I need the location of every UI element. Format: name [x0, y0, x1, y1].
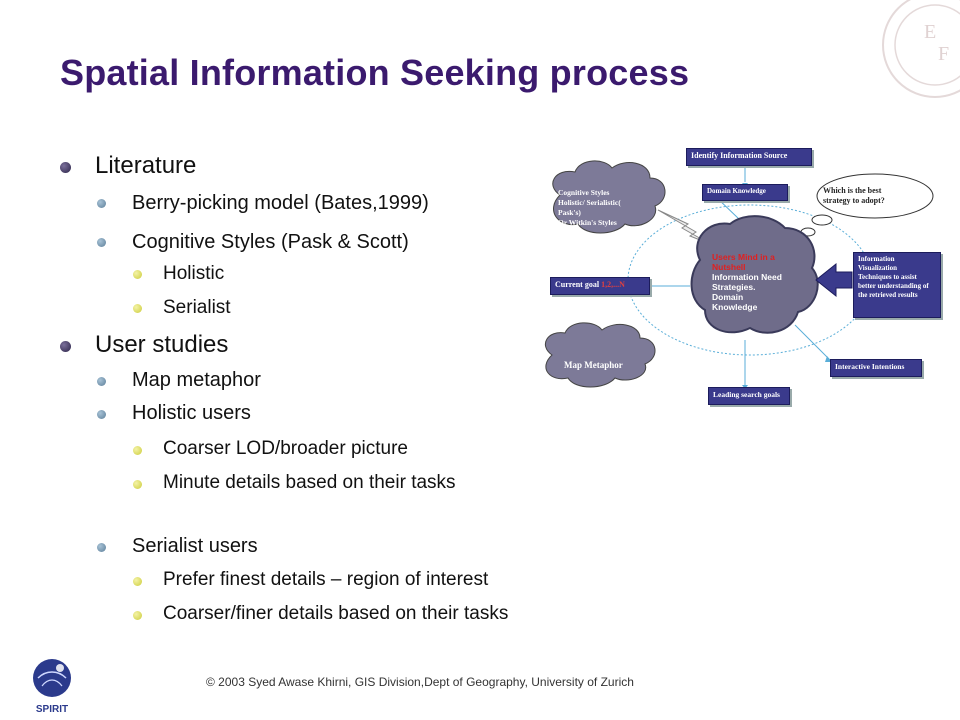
mind-line: Nutshell [712, 262, 746, 272]
bullet-prefer-finest: Prefer finest details – region of intere… [163, 569, 489, 590]
svg-text:E: E [924, 21, 936, 43]
mind-line: Knowledge [712, 302, 758, 312]
slide-title: Spatial Information Seeking process [60, 52, 690, 93]
cognitive-cloud-text: Cognitive Styles Holistic/ Serialistic( … [558, 188, 621, 228]
bullet-dot [60, 162, 71, 173]
bullet-dot [133, 480, 142, 489]
cognitive-cloud-line: Cognitive Styles [558, 188, 610, 197]
info-vis-line: Information [858, 255, 895, 263]
bullet-literature: Literature [95, 152, 197, 179]
bullet-cognitive-styles: Cognitive Styles (Pask & Scott) [132, 231, 409, 253]
mind-line: Users Mind in a [712, 252, 775, 262]
info-vis-line: the retrieved results [858, 291, 918, 299]
bullet-dot [97, 199, 106, 208]
best-strategy-text: Which is the best strategy to adopt? [823, 186, 885, 206]
current-goal-range: 1,2,...N [601, 280, 625, 289]
current-goal-box: Current goal 1,2,...N [550, 277, 650, 295]
info-visualization-box: Information Visualization Techniques to … [853, 252, 941, 318]
footer-copyright: © 2003 Syed Awase Khirni, GIS Division,D… [206, 675, 634, 689]
information-seeking-diagram: Identify Information Source Domain Knowl… [540, 140, 950, 410]
bullet-dot [60, 341, 71, 352]
cognitive-cloud-line: Or Witkin's Styles [558, 218, 617, 227]
bullet-berry-picking: Berry-picking model (Bates,1999) [132, 192, 429, 214]
bullet-holistic: Holistic [163, 263, 225, 284]
bullet-user-studies: User studies [95, 331, 229, 358]
bullet-dot [97, 238, 106, 247]
info-vis-line: better understanding of [858, 282, 929, 290]
arrow-left-icon [815, 262, 853, 298]
bullet-coarser-finer: Coarser/finer details based on their tas… [163, 603, 509, 624]
bullet-serialist-users: Serialist users [132, 535, 258, 557]
bullet-dot [97, 377, 106, 386]
svg-text:F: F [938, 43, 949, 65]
bullet-dot [133, 611, 142, 620]
diagram-graphics [544, 160, 934, 389]
cognitive-cloud-line: Holistic/ Serialistic( [558, 198, 621, 207]
current-goal-label: Current goal [555, 280, 600, 289]
users-mind-shape [690, 215, 819, 334]
bullet-map-metaphor: Map metaphor [132, 369, 261, 391]
info-vis-line: Techniques to assist [858, 273, 917, 281]
mind-line: Domain [712, 292, 744, 302]
bullet-minute-details: Minute details based on their tasks [163, 472, 456, 493]
bullet-coarser-lod: Coarser LOD/broader picture [163, 438, 408, 459]
logo-text: SPIRIT [36, 704, 68, 715]
domain-knowledge-box: Domain Knowledge [702, 184, 788, 201]
mind-line: Information Need [712, 272, 782, 282]
bullet-dot [133, 304, 142, 313]
leading-goals-box: Leading search goals [708, 387, 790, 405]
mind-line: Strategies. [712, 282, 756, 292]
bullet-serialist: Serialist [163, 297, 231, 318]
best-strategy-line: Which is the best [823, 186, 882, 195]
bullet-dot [97, 543, 106, 552]
bullet-dot [133, 577, 142, 586]
map-metaphor-cloud [544, 322, 656, 388]
university-seal-watermark: E F [882, 0, 960, 98]
bullet-holistic-users: Holistic users [132, 402, 251, 424]
map-metaphor-cloud-text: Map Metaphor [564, 360, 623, 370]
users-mind-text: Users Mind in a Nutshell Information Nee… [712, 252, 782, 312]
cognitive-cloud-line: Pask's) [558, 208, 581, 217]
interactive-intentions-box: Interactive Intentions [830, 359, 922, 377]
info-vis-line: Visualization [858, 264, 898, 272]
best-strategy-line: strategy to adopt? [823, 196, 885, 205]
cognitive-styles-cloud [552, 160, 666, 234]
bullet-dot [97, 410, 106, 419]
strategy-thought-bubble [816, 173, 934, 219]
bullet-dot [133, 270, 142, 279]
spirit-logo: SPIRIT [33, 659, 71, 715]
bullet-dot [133, 446, 142, 455]
identify-source-box: Identify Information Source [686, 148, 812, 166]
